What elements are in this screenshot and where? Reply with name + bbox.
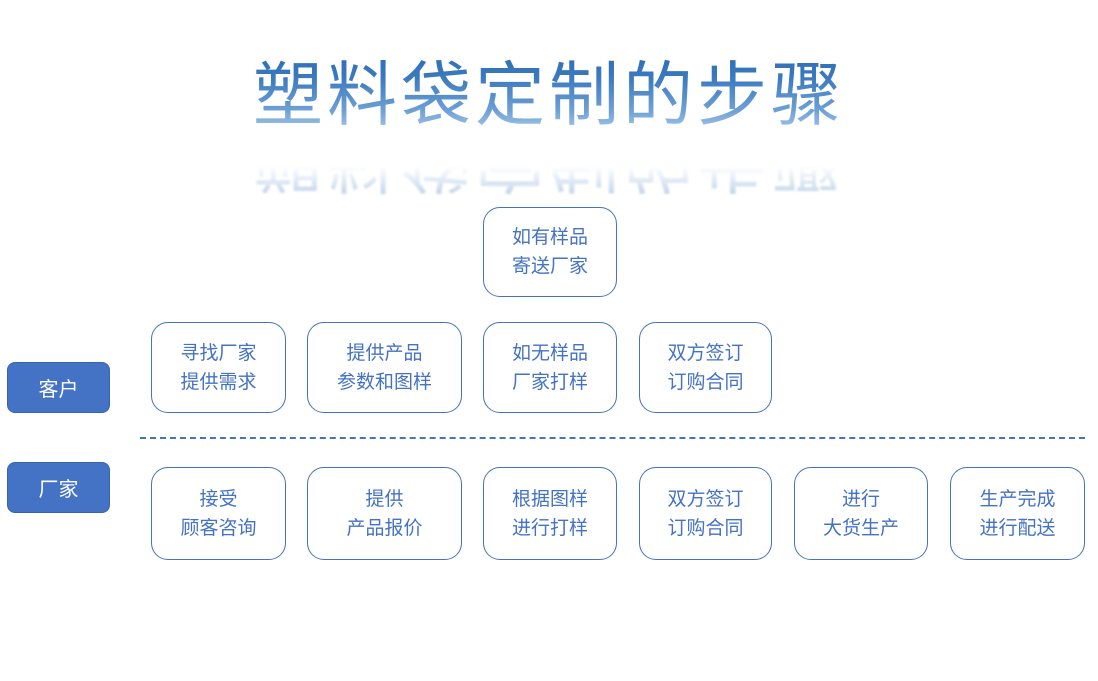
slide-title: 塑料袋定制的步骤 <box>0 52 1098 138</box>
step-box-factory-5: 进行 大货生产 <box>794 467 928 560</box>
step-box-factory-2: 提供 产品报价 <box>307 467 462 560</box>
lane-label-factory: 厂家 <box>7 462 110 513</box>
step-box-optional-sample: 如有样品 寄送厂家 <box>483 207 617 297</box>
lane-divider-dashed-line <box>140 437 1085 439</box>
title-block: 塑料袋定制的步骤 塑料袋定制的步骤 <box>0 52 1098 202</box>
step-box-customer-3: 如无样品 厂家打样 <box>483 322 617 413</box>
step-box-factory-6: 生产完成 进行配送 <box>950 467 1085 560</box>
step-box-customer-4: 双方签订 订购合同 <box>639 322 772 413</box>
step-box-factory-4: 双方签订 订购合同 <box>639 467 772 560</box>
step-box-customer-2: 提供产品 参数和图样 <box>307 322 462 413</box>
step-box-factory-3: 根据图样 进行打样 <box>483 467 617 560</box>
step-box-factory-1: 接受 顾客咨询 <box>151 467 286 560</box>
step-box-customer-1: 寻找厂家 提供需求 <box>151 322 286 413</box>
lane-label-customer: 客户 <box>7 362 110 413</box>
